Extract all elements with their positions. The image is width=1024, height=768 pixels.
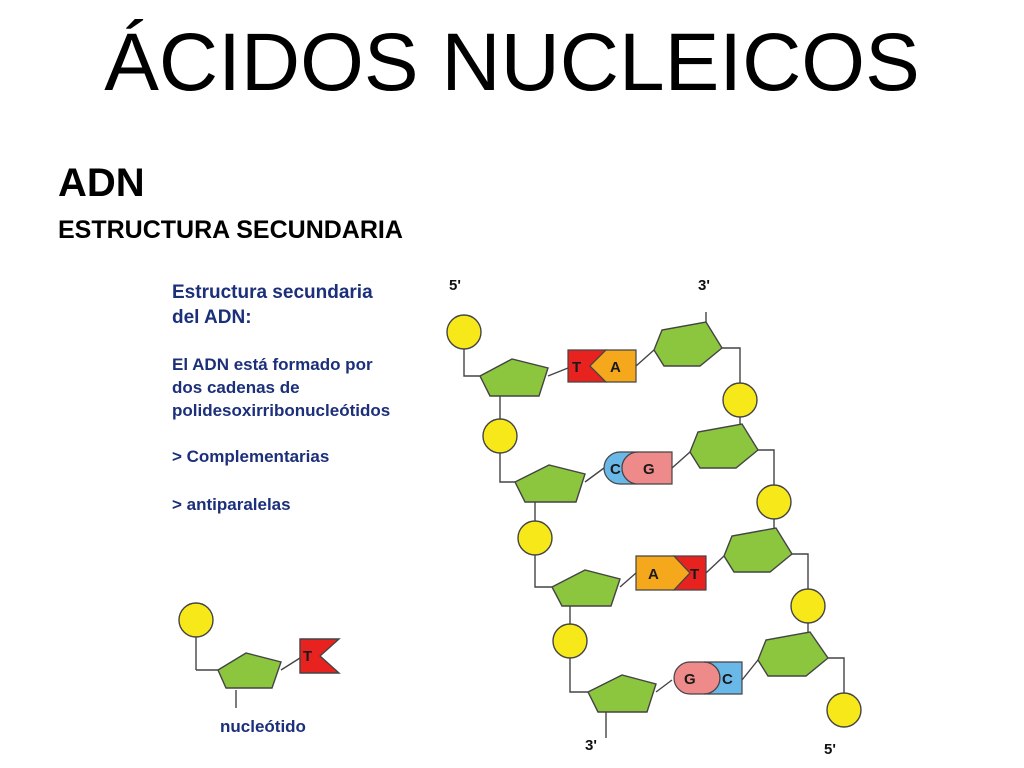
phosphate-icon	[482, 418, 518, 454]
strand-left-5prime-label: 5'	[449, 277, 461, 294]
deoxyribose-icon	[217, 652, 282, 689]
right-backbone-link	[635, 349, 655, 367]
panel-body-line-3: polidesoxirribonucleótidos	[172, 401, 390, 420]
nucleotide-label: nucleótido	[220, 717, 306, 736]
nucleotide-base-letter: T	[303, 648, 312, 665]
right-backbone-link	[722, 347, 741, 384]
phosphate-icon	[756, 484, 792, 520]
left-backbone-link	[463, 348, 480, 377]
base-pair-3: A T	[635, 555, 707, 591]
nucleotide-illustration: T	[178, 602, 341, 708]
dna-diagram: Estructura secundaria del ADN: El ADN es…	[172, 277, 862, 758]
strand-right-5prime-label: 5'	[824, 741, 836, 758]
panel-heading-line-2: del ADN:	[172, 307, 252, 328]
left-backbone-link	[547, 367, 569, 377]
right-backbone-link	[792, 553, 809, 590]
left-backbone-link	[534, 555, 552, 588]
deoxyribose-icon	[587, 674, 657, 713]
deoxyribose-icon	[723, 527, 793, 573]
right-backbone-link	[828, 657, 845, 694]
deoxyribose-icon	[514, 464, 586, 503]
phosphate-icon	[517, 520, 553, 556]
base-pair-2: C G	[603, 451, 673, 485]
panel-point-complementary: > Complementarias	[172, 447, 329, 466]
panel-heading-line-1: Estructura secundaria	[172, 282, 373, 303]
phosphate-icon	[722, 382, 758, 418]
phosphate-icon	[552, 623, 588, 659]
deoxyribose-icon	[653, 321, 723, 367]
deoxyribose-icon	[689, 423, 759, 469]
panel-point-antiparallel: > antiparalelas	[172, 495, 291, 514]
phosphate-icon	[178, 602, 214, 638]
phosphate-icon	[790, 588, 826, 624]
base-pair-2-right: G	[643, 461, 655, 478]
base-pair-1: T A	[567, 349, 637, 383]
base-a-icon	[589, 349, 637, 383]
base-pair-2-left: C	[610, 461, 621, 478]
panel-body-line-2: dos cadenas de	[172, 378, 300, 397]
deoxyribose-icon	[551, 569, 621, 607]
base-pair-4-left: G	[684, 671, 696, 688]
base-t-icon	[299, 638, 341, 674]
base-t-icon	[672, 555, 707, 591]
deoxyribose-icon	[757, 631, 829, 677]
right-backbone-link	[741, 659, 759, 681]
left-backbone-link	[619, 572, 637, 588]
nucleotide-link	[280, 657, 301, 671]
phosphate-icon	[446, 314, 482, 350]
strand-right-3prime-label: 3'	[698, 277, 710, 294]
deoxyribose-icon	[479, 358, 549, 397]
strand-left-3prime-label: 3'	[585, 737, 597, 754]
right-backbone-link	[758, 449, 775, 486]
base-pair-1-right: A	[610, 359, 621, 376]
right-backbone-link	[671, 451, 691, 469]
base-g-icon	[673, 661, 721, 695]
base-pair-4-right: C	[722, 671, 733, 688]
left-backbone-link	[569, 658, 588, 693]
slide-title: ÁCIDOS NUCLEICOS	[104, 17, 920, 108]
left-strand	[446, 314, 657, 713]
base-pair-3-left: A	[648, 566, 659, 583]
right-backbone-link	[705, 555, 725, 574]
phosphate-icon	[826, 692, 862, 728]
panel-body-line-1: El ADN está formado por	[172, 355, 373, 374]
slide-subtitle: ADN	[58, 161, 145, 205]
left-backbone-link	[584, 467, 605, 483]
base-pair-3-right: T	[690, 566, 699, 583]
base-pair-1-left: T	[572, 359, 581, 376]
explanation-panel: Estructura secundaria del ADN: El ADN es…	[172, 282, 390, 514]
section-heading: ESTRUCTURA SECUNDARIA	[58, 216, 403, 244]
base-pair-4: G C	[673, 661, 743, 695]
left-backbone-link	[499, 453, 515, 483]
base-c-icon	[703, 661, 743, 695]
left-backbone-link	[655, 679, 673, 693]
right-strand	[653, 321, 862, 728]
base-g-icon	[621, 451, 673, 485]
